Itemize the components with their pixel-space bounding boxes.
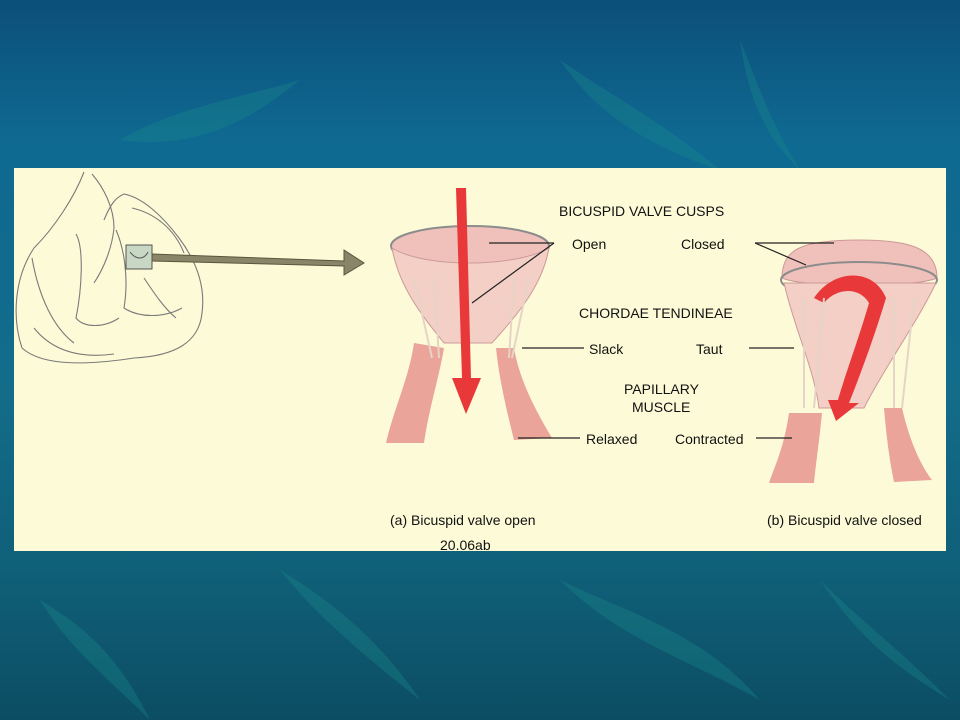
slack-label: Slack — [589, 341, 624, 357]
bicuspid-valve-cusps-label: BICUSPID VALVE CUSPS — [559, 203, 725, 219]
papillary-label: PAPILLARY — [624, 381, 699, 397]
leader-lines — [471, 242, 834, 439]
closed-valve-drawing — [769, 239, 938, 483]
figure-panel: BICUSPID VALVE CUSPS Open Closed CHORDAE… — [14, 168, 946, 553]
open-label: Open — [572, 236, 607, 252]
pointer-arrow — [151, 249, 365, 276]
open-caption: (a) Bicuspid valve open — [390, 512, 536, 528]
heart-outline-drawing — [15, 171, 204, 364]
figure-number: 20.06ab — [440, 537, 491, 553]
relaxed-label: Relaxed — [586, 431, 638, 447]
valve-illustration — [15, 171, 938, 483]
open-valve-drawing — [386, 188, 552, 443]
valve-location-box — [125, 244, 153, 270]
closed-label: Closed — [681, 236, 725, 252]
closed-caption: (b) Bicuspid valve closed — [767, 512, 922, 528]
muscle-label: MUSCLE — [632, 399, 691, 415]
contracted-label: Contracted — [675, 431, 744, 447]
chordae-tendineae-label: CHORDAE TENDINEAE — [579, 305, 733, 321]
taut-label: Taut — [696, 341, 723, 357]
